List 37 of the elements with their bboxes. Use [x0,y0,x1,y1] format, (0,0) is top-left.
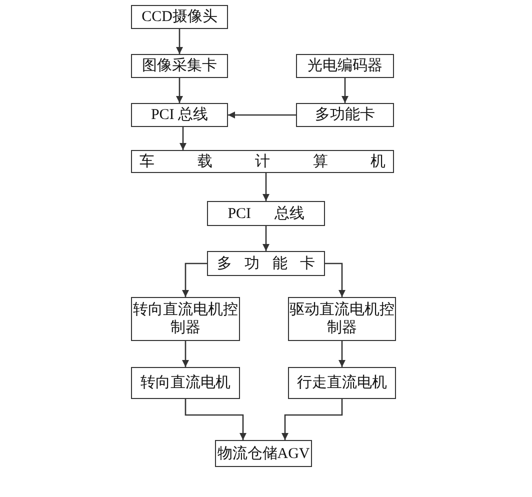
process-box [288,367,396,399]
arrow [262,226,270,251]
box-label: 图像采集卡 [142,57,217,75]
arrow [262,173,270,201]
process-box [131,103,228,127]
process-box [207,251,325,276]
box-label: 转向直流电机 [140,374,230,392]
process-box [296,54,394,78]
process-box [131,5,228,29]
arrow [342,78,348,103]
box-label: 多 功 能 卡 [216,254,316,272]
arrow [228,112,296,118]
box-label: 物流仓储AGV [217,444,310,462]
process-box [131,367,240,399]
box-label: 车 载 计 算 机 [140,152,386,170]
arrow [184,399,246,440]
arrow [325,262,346,297]
box-label: PCI 总线 [150,106,208,124]
box-label: PCI 总线 [228,204,304,222]
arrow [176,78,183,103]
box-label: CCD摄像头 [142,8,218,26]
box-label: 驱动直流电机控制器 [289,301,395,337]
process-box [131,54,228,78]
process-box [131,150,394,173]
arrow [282,399,343,440]
arrow [182,341,189,367]
process-box [207,201,325,226]
box-label: 行走直流电机 [297,374,387,392]
arrow [176,29,183,54]
box-label: 光电编码器 [308,57,382,75]
arrow [180,127,186,150]
arrow [182,262,207,297]
process-box [296,103,394,127]
box-label: 多功能卡 [315,106,375,124]
process-box [215,440,312,467]
box-label: 转向直流电机控制器 [132,301,239,337]
arrow [338,341,346,367]
